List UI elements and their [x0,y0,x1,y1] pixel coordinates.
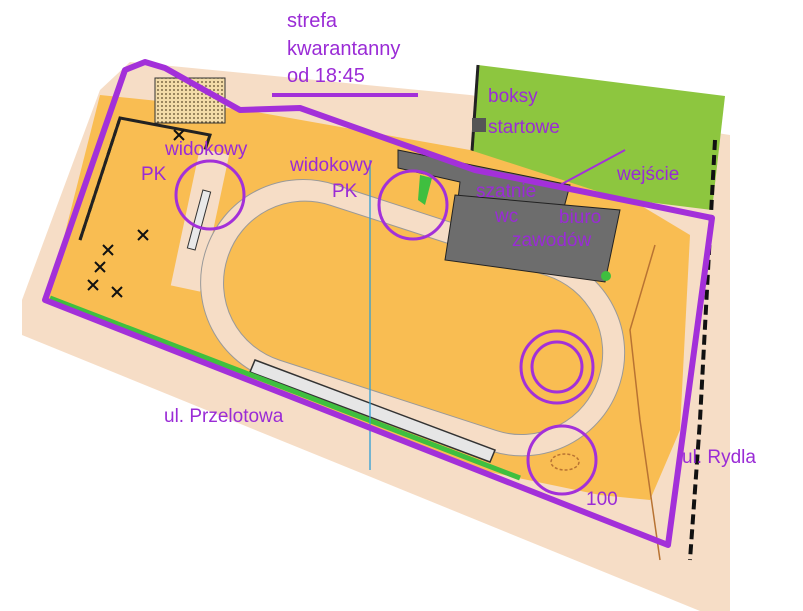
entrance-pointer [559,149,626,186]
label-100: 100 [586,489,618,510]
green-strip [49,295,521,481]
label-widokowy-mid-line1: widokowy [289,155,373,176]
small-green-dot [601,271,611,281]
label-wejscie: wejście [616,164,679,185]
label-boksy-line1: boksy [488,86,538,107]
label-strefa-line3: od 18:45 [287,65,365,87]
label-boksy-line2: startowe [488,117,560,138]
viewpoint-circle-left [174,159,246,231]
viewpoint-circle-mid [377,169,449,241]
right-path-edge [629,244,661,561]
label-biuro-line1: biuro [559,207,601,228]
x-symbols [87,129,185,298]
label-szatnie: szatnie [476,181,536,202]
label-widokowy-left-line2: PK [141,164,167,185]
enclosure-wall-dashed [78,117,122,241]
bench [186,189,212,251]
label-biuro-line2: zawodów [512,230,591,251]
label-strefa-line2: kwarantanny [287,38,400,60]
label-wc: wc [494,206,518,227]
small-green-patch [418,175,432,205]
rough-open-patch [154,77,226,124]
quarantine-boundary [42,59,715,548]
finish-circle [526,424,598,496]
label-ul-przelotowa: ul. Przelotowa [164,406,284,427]
label-widokowy-left-line1: widokowy [164,139,248,160]
finish-dashed-ellipse [550,453,580,471]
label-widokowy-mid-line2: PK [332,181,358,202]
building-office [444,194,621,283]
grandstand [249,359,496,463]
start-triangle-inner [530,340,584,394]
start-box-marker [472,118,486,132]
start-triangle-outer [519,329,595,405]
label-ul-rydla: ul. Rydla [682,447,756,468]
label-strefa-line1: strefa [287,10,338,32]
